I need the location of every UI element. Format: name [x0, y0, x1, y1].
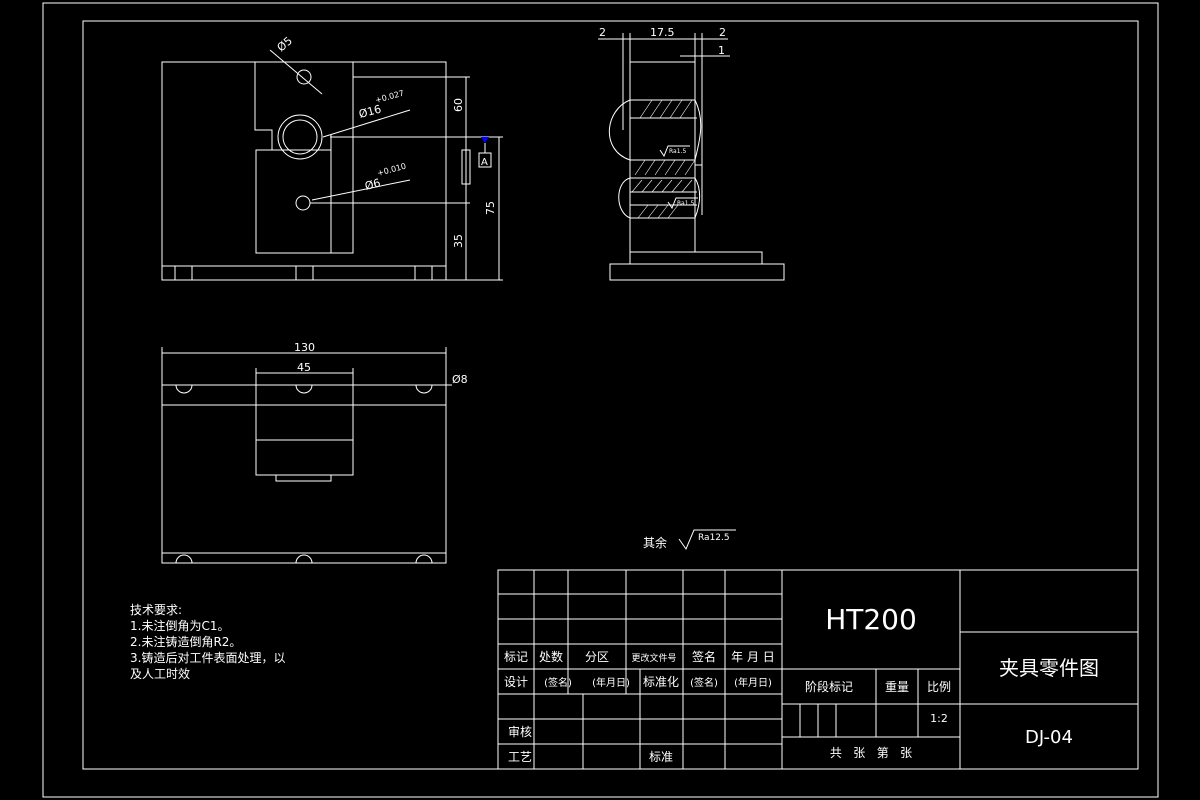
hole-d16-outer — [277, 114, 323, 160]
hole-d6 — [295, 195, 311, 211]
dim-hole-d5: Ø5 — [275, 34, 295, 54]
hole-d5 — [296, 69, 312, 85]
tb-std-date: (年月日) — [734, 676, 772, 689]
top-slot — [275, 474, 332, 482]
datum-label: A — [481, 157, 488, 168]
tb-standard: 标准 — [649, 750, 673, 764]
title-block — [497, 569, 1139, 770]
dim-side-1: 1 — [718, 44, 725, 57]
tb-stage: 阶段标记 — [805, 679, 853, 694]
top-view — [161, 347, 452, 564]
dim-side-2-left: 2 — [599, 26, 606, 39]
dim-d8: Ø8 — [452, 373, 468, 386]
tb-mark: 标记 — [504, 650, 528, 664]
side-view — [598, 33, 785, 281]
tech-req-item-2: 2.未注铸造倒角R2。 — [130, 635, 242, 649]
tb-standardize: 标准化 — [643, 675, 679, 689]
roughness-label-lower: Ra1.5 — [677, 200, 694, 207]
dim-hole-d16-tol: +0.027 — [374, 89, 405, 105]
section-lower — [618, 177, 700, 219]
roughness-label-upper: Ra1.5 — [669, 148, 686, 155]
tb-std-sign: (签名) — [690, 676, 718, 689]
tb-design: 设计 — [504, 675, 528, 689]
top-body-outline — [161, 384, 447, 564]
dim-side-17-5: 17.5 — [650, 26, 675, 39]
front-base — [161, 265, 447, 281]
hole-d16-inner — [282, 119, 318, 155]
tb-review: 审核 — [508, 724, 532, 739]
tech-req-item-4: 及人工时效 — [130, 667, 191, 681]
dim-hole-d16: Ø16 — [357, 102, 382, 120]
dim-hole-d6-tol: +0.010 — [376, 162, 407, 178]
tb-sign: 签名 — [692, 649, 716, 664]
dim-45: 45 — [297, 361, 311, 374]
datum-triangle — [481, 137, 489, 143]
dim-75: 75 — [484, 201, 497, 215]
outer-border — [42, 2, 1159, 798]
tb-scale-value: 1:2 — [930, 712, 948, 725]
tb-design-sign: (签名) — [544, 676, 572, 689]
tech-req-title: 技术要求: — [130, 603, 183, 617]
technical-requirements: 技术要求: 1.未注倒角为C1。 2.未注铸造倒角R2。 3.铸造后对工件表面处… — [130, 602, 285, 682]
tb-design-date: (年月日) — [592, 676, 630, 689]
tb-process: 工艺 — [508, 750, 532, 764]
datum-box — [478, 152, 492, 168]
tb-change-doc: 更改文件号 — [631, 652, 676, 664]
side-base — [609, 263, 785, 281]
section-upper — [608, 99, 702, 161]
surface-finish-value: Ra12.5 — [698, 533, 730, 543]
tb-date: 年 月 日 — [731, 650, 775, 664]
drawing-name: 夹具零件图 — [999, 656, 1099, 680]
roughness-symbol — [678, 529, 736, 551]
tb-zone: 分区 — [585, 650, 609, 664]
dim-60: 60 — [452, 98, 465, 112]
dim-hole-d6: Ø6 — [363, 176, 382, 193]
dim-side-2-right: 2 — [719, 26, 726, 39]
tolerance-frame — [461, 149, 471, 185]
surface-finish-label: 其余 — [643, 535, 667, 550]
front-view — [161, 49, 503, 281]
tb-sheets: 共 张 第 张 — [830, 746, 912, 760]
material-label: HT200 — [825, 603, 917, 636]
tech-req-item-3: 3.铸造后对工件表面处理，以 — [130, 651, 286, 665]
tech-req-item-1: 1.未注倒角为C1。 — [130, 619, 230, 633]
dim-35: 35 — [452, 234, 465, 248]
dim-130: 130 — [294, 341, 315, 354]
drawing-number: DJ-04 — [1025, 727, 1073, 748]
tb-scale-label: 比例 — [927, 680, 951, 694]
tb-weight: 重量 — [885, 680, 909, 694]
tb-count: 处数 — [539, 649, 563, 664]
